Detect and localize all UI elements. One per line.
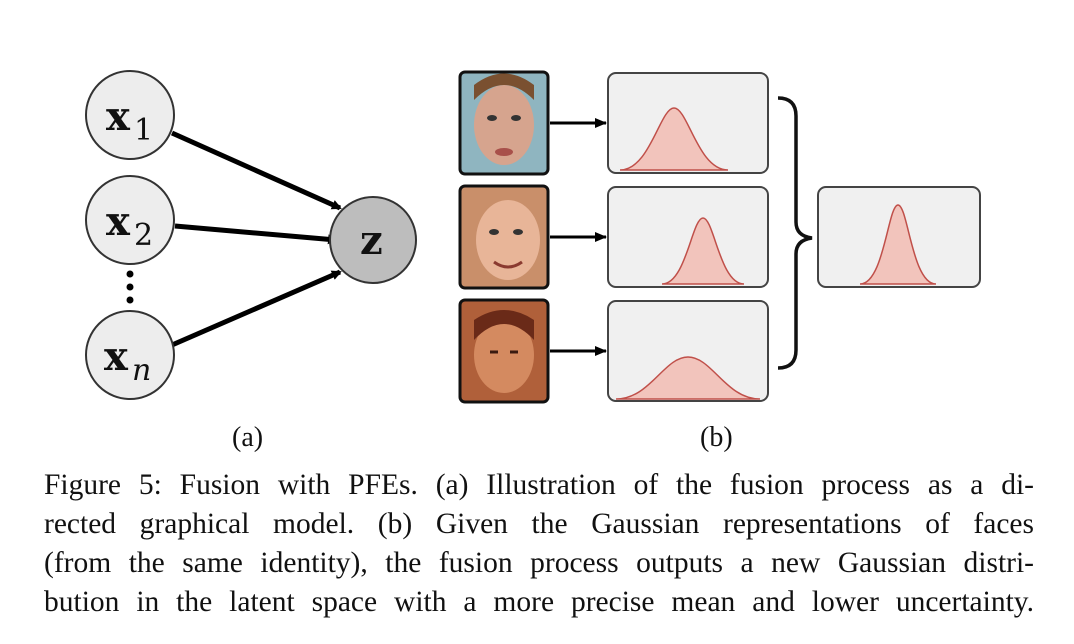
face-row-2	[458, 184, 769, 290]
gaussian-box-3	[607, 300, 769, 402]
caption-line-1: Figure 5: Fusion with PFEs. (a) Illustra…	[44, 469, 1034, 501]
fusion-diagram	[458, 70, 981, 404]
node-x1-sub: 1	[134, 113, 153, 148]
node-x2-sub: 2	[134, 218, 153, 253]
figure-5: x 1 x 2 x n z (a)	[85, 70, 981, 453]
gaussian-box-2	[607, 186, 769, 288]
gaussian-curve-3	[615, 356, 761, 400]
panel-a-label: (a)	[232, 422, 263, 453]
fused-gaussian-curve	[859, 204, 937, 285]
edge-x1-z	[170, 130, 342, 211]
node-x2	[85, 175, 175, 265]
node-x2-label: x	[106, 198, 131, 245]
node-z-label: z	[360, 217, 383, 264]
caption-line-4: bution in the latent space with a more p…	[44, 586, 1034, 618]
figure-caption: Figure 5: Fusion with PFEs. (a) Illustra…	[44, 466, 1034, 622]
gaussian-curve-1	[619, 107, 729, 171]
gaussian-curve-2	[661, 217, 745, 285]
panel-b-label: (b)	[700, 422, 733, 453]
caption-line-3: (from the same identity), the fusion pro…	[44, 547, 1034, 579]
node-xn-label: x	[104, 333, 129, 380]
graphical-model: x 1 x 2 x n z	[85, 70, 417, 400]
ellipsis-dots	[126, 270, 134, 304]
face-row-1	[458, 70, 769, 176]
right-brace	[777, 96, 813, 370]
edge-x2-z	[174, 223, 338, 245]
node-x1	[85, 70, 175, 160]
node-z	[329, 196, 417, 284]
node-xn-sub: n	[132, 353, 151, 388]
edge-xn-z	[171, 269, 342, 348]
caption-line-2: rected graphical model. (b) Given the Ga…	[44, 508, 1034, 540]
node-xn	[85, 310, 175, 400]
face-row-3	[458, 298, 769, 404]
node-x1-label: x	[106, 93, 131, 140]
